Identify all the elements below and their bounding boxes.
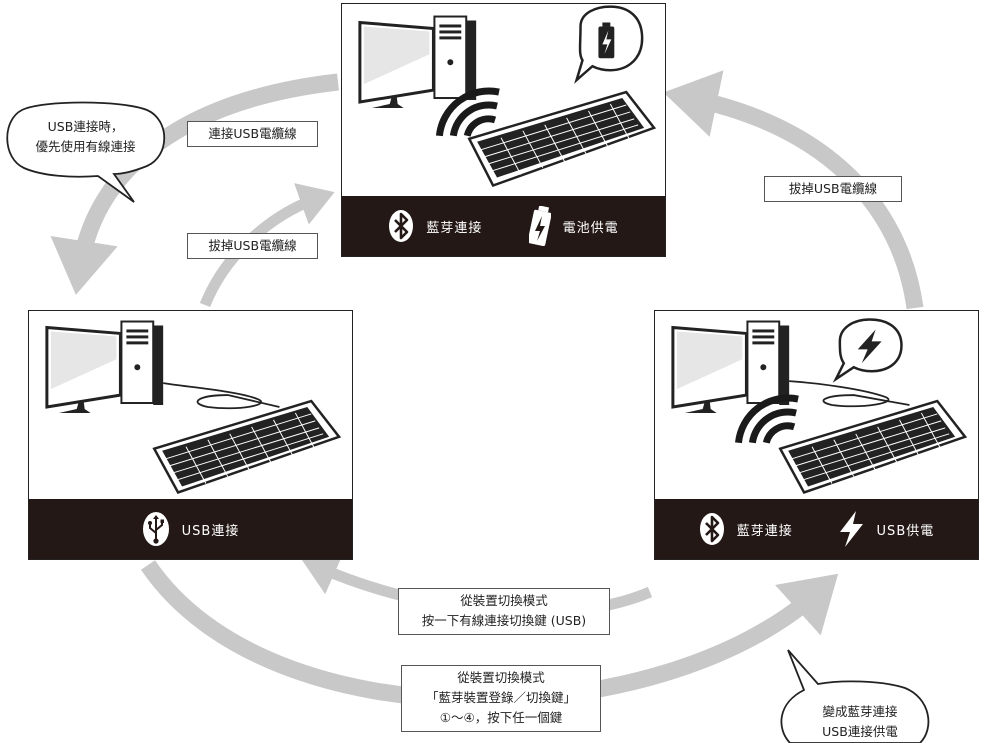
speech-bubble-becomes-bluetooth [780,649,930,743]
usb-cable [163,382,280,410]
bluetooth-icon [699,513,724,545]
status-battery: 電池供電 [528,206,619,246]
status-bar: 藍芽連接 USB供電 [655,499,978,559]
usb-icon [142,512,169,546]
status-label-bluetooth: 藍芽連接 [736,523,793,539]
arrow-right-to-top [663,70,924,310]
lightning-icon [857,329,882,364]
pc-tower-icon [746,320,790,405]
usb-cable [789,380,910,408]
keyboard-icon [467,90,657,188]
battery-speech-bubble [574,5,644,84]
status-bar: USB連接 [29,499,352,559]
pc-keyboard-usb-illustration [45,320,342,494]
monitor-icon [358,20,435,108]
lightning-speech-bubble [832,318,903,383]
label-unplug-usb-cable-left: 拔掉USB電纜線 [187,233,318,259]
keyboard-icon [778,399,968,494]
label-switch-to-usb: 從裝置切換模式 按一下有線連接切換鍵 (USB) [398,588,610,635]
keyboard-icon [152,399,342,494]
status-bluetooth: 藍芽連接 [699,512,793,546]
status-label-battery: 電池供電 [562,220,619,236]
monitor-icon [45,325,122,413]
pc-tower-icon [433,15,477,101]
wireless-waves-icon [435,87,500,137]
battery-charging-icon [598,22,615,59]
label-unplug-usb-cable-right: 拔掉USB電纜線 [764,176,902,202]
status-bar: 藍芽連接 電池供電 [342,196,665,256]
label-switch-to-bluetooth: 從裝置切換模式 「藍芽裝置登錄／切換鍵」 ①～④，按下任一個鍵 [401,665,601,732]
speech-bubble-becomes-bluetooth-text: 變成藍芽連接 USB連接供電 [822,704,898,739]
status-usb-power: USB供電 [837,510,935,548]
speech-bubble-usb-priority-text: USB連接時， 優先使用有線連接 [35,119,136,154]
monitor-icon [671,325,748,413]
status-label-bluetooth: 藍芽連接 [426,220,483,236]
status-label-usb: USB連接 [181,523,240,539]
wireless-waves-icon [735,394,799,444]
status-usb: USB連接 [142,511,240,547]
pc-keyboard-wireless-illustration [358,5,657,188]
pc-keyboard-bluetooth-usb-power-illustration [671,318,968,494]
bluetooth-icon [389,210,414,242]
panel-usb: USB連接 [28,310,353,560]
speech-bubble-usb-priority [6,101,166,203]
label-connect-usb-cable: 連接USB電纜線 [187,121,318,147]
pc-tower-icon [120,320,164,405]
battery-charging-icon [528,206,551,246]
panel-bluetooth-usb-power: 藍芽連接 USB供電 [654,310,979,560]
lightning-icon [839,511,863,547]
status-bluetooth: 藍芽連接 [388,209,482,243]
panel-bluetooth-battery: 藍芽連接 電池供電 [341,3,666,257]
status-label-usb-power: USB供電 [876,523,935,539]
